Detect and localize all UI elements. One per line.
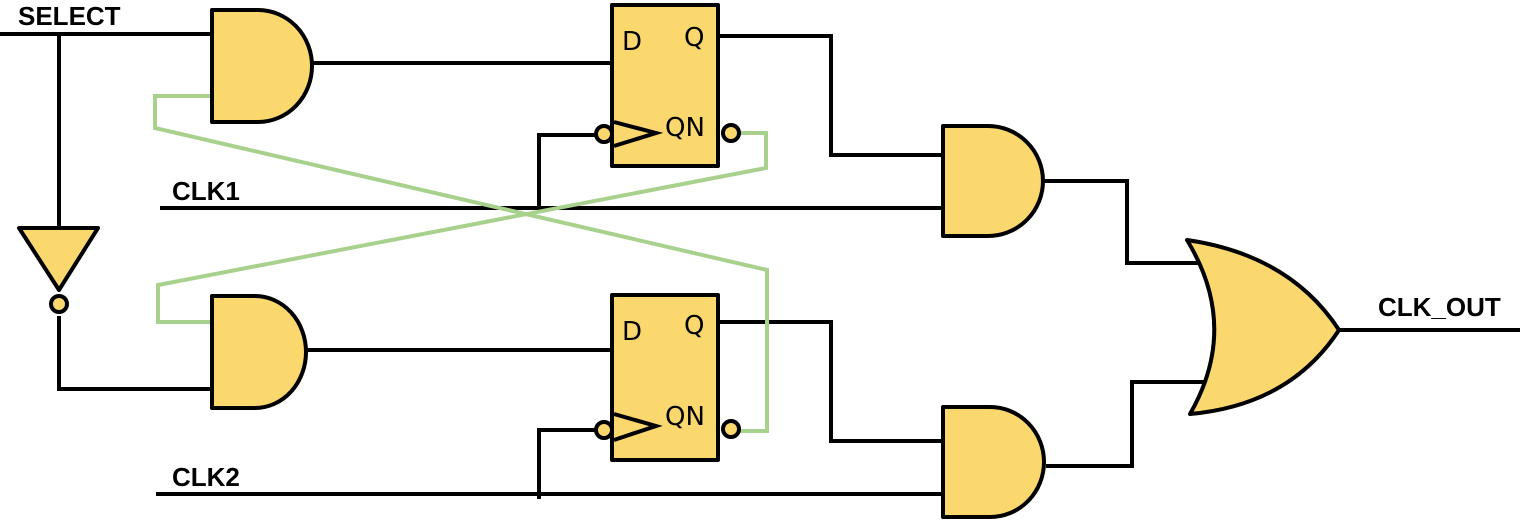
or-gate bbox=[1185, 238, 1341, 416]
inverter-body bbox=[17, 226, 100, 292]
inverter-to-and-bottom-wire bbox=[57, 316, 212, 391]
clk1-label: CLK1 bbox=[172, 176, 240, 206]
dff-top-q-label: Q bbox=[684, 23, 704, 53]
and-right-bottom-to-or-wire bbox=[1046, 380, 1212, 468]
inverter-output-bubble bbox=[49, 294, 69, 314]
and-right-top-to-or-wire bbox=[1043, 179, 1205, 265]
dff-top-clock-bubble bbox=[594, 124, 614, 144]
dff-top-d-label: D bbox=[622, 27, 642, 57]
dff-bottom-clock-triangle bbox=[613, 412, 663, 442]
dff-bottom-qn-bubble bbox=[721, 419, 741, 439]
and-gate-top-left bbox=[210, 8, 314, 124]
clk2-to-dff-bottom-clock-wire bbox=[537, 428, 596, 499]
and-gate-bottom-right bbox=[941, 405, 1046, 519]
dff-bottom-body bbox=[610, 293, 720, 462]
dff-top: D Q QN bbox=[594, 3, 741, 168]
feedback-wire-qn-bottom-to-and-top bbox=[153, 94, 769, 433]
dff-top-clock-triangle bbox=[613, 120, 664, 148]
dff-bottom-clock-bubble bbox=[594, 420, 614, 440]
dff-bottom-qn-label: QN bbox=[665, 402, 705, 432]
dff-top-qn-label: QN bbox=[665, 113, 705, 143]
and-gate-bottom-left bbox=[210, 294, 308, 410]
dff-bottom-d-label: D bbox=[622, 317, 642, 347]
dff-bottom: D Q QN bbox=[594, 293, 741, 462]
dff-bottom-q-label: Q bbox=[684, 311, 704, 341]
clk2-label: CLK2 bbox=[172, 462, 240, 492]
feedback-wires bbox=[153, 94, 769, 433]
clk-out-label: CLK_OUT bbox=[1378, 292, 1501, 322]
dff-top-q-wire bbox=[719, 34, 943, 157]
and-gate-top-right bbox=[941, 124, 1045, 238]
inverter bbox=[17, 226, 100, 314]
select-label: SELECT bbox=[18, 1, 121, 31]
clk1-to-dff-top-clock-wire bbox=[537, 133, 596, 208]
dff-bottom-q-wire bbox=[719, 320, 943, 443]
feedback-wire-qn-top-to-and-bottom bbox=[156, 131, 768, 324]
dff-top-qn-bubble bbox=[721, 123, 741, 143]
